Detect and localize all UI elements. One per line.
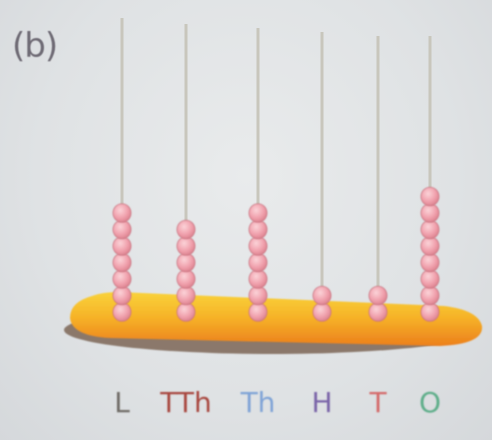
bead-l <box>112 269 132 289</box>
bead-th <box>248 269 268 289</box>
bead-o <box>420 236 440 256</box>
bead-tth <box>176 236 196 256</box>
bead-tth <box>176 302 196 322</box>
bead-t <box>368 302 388 322</box>
bead-o <box>420 285 440 306</box>
place-label-h: H <box>311 386 333 419</box>
bead-o <box>420 302 440 322</box>
bead-tth <box>176 252 196 273</box>
bead-t <box>368 285 388 306</box>
bead-th <box>248 203 268 223</box>
panel-label: (b) <box>12 26 58 66</box>
bead-l <box>112 302 132 322</box>
bead-o <box>420 219 440 240</box>
bead-o <box>420 252 440 273</box>
bead-l <box>112 252 132 273</box>
bead-l <box>112 285 132 306</box>
bead-th <box>248 219 268 240</box>
bead-l <box>112 203 132 223</box>
bead-tth <box>176 269 196 289</box>
bead-o <box>420 269 440 289</box>
bead-l <box>112 219 132 240</box>
bead-th <box>248 302 268 322</box>
bead-o <box>420 203 440 223</box>
place-label-t: T <box>369 386 387 419</box>
rods-layer <box>112 18 440 322</box>
bead-o <box>420 186 440 207</box>
place-label-tth: TTh <box>160 386 212 419</box>
abacus-base <box>70 292 483 346</box>
bead-h <box>312 285 332 306</box>
bead-th <box>248 252 268 273</box>
place-label-th: Th <box>240 386 276 419</box>
bead-th <box>248 236 268 256</box>
place-label-o: O <box>418 386 442 419</box>
bead-tth <box>176 285 196 306</box>
bead-l <box>112 236 132 256</box>
place-label-l: L <box>114 386 130 419</box>
bead-tth <box>176 219 196 240</box>
bead-h <box>312 302 332 322</box>
bead-th <box>248 285 268 306</box>
